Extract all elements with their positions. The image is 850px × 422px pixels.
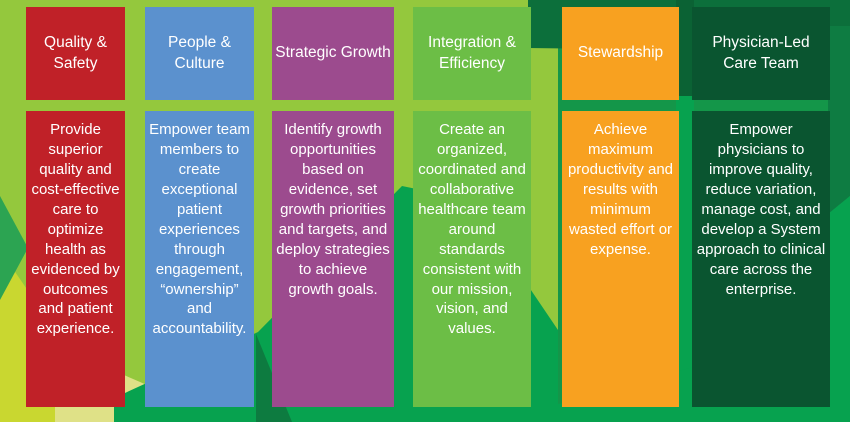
pillar-physician-led-care-team: Physician-Led Care Team Empower physicia… <box>692 0 830 422</box>
pillar-title: Integration & Efficiency <box>428 34 516 72</box>
pillar-quality-safety: Quality & Safety Provide superior qualit… <box>26 0 125 422</box>
pillar-description: Empower team members to create exception… <box>145 111 254 407</box>
pillar-people-culture: People & Culture Empower team members to… <box>145 0 254 422</box>
bg-gap-bright <box>676 96 694 422</box>
bg-left-wedge <box>0 196 28 300</box>
pillar-title: Strategic Growth <box>275 44 391 62</box>
pillar-header: Strategic Growth <box>272 7 394 100</box>
pillar-stewardship: Stewardship Achieve maximum productivity… <box>562 0 679 422</box>
pillar-description: Identify growth opportunities based on e… <box>272 111 394 407</box>
pillar-title: Quality & Safety <box>44 34 107 72</box>
pillar-header: Stewardship <box>562 7 679 100</box>
bg-right-edge-dark <box>828 26 850 214</box>
pillar-description: Provide superior quality and cost-effect… <box>26 111 125 407</box>
pillar-title: Physician-Led Care Team <box>712 34 810 72</box>
pillar-integration-efficiency: Integration & Efficiency Create an organ… <box>413 0 531 422</box>
pillar-header: People & Culture <box>145 7 254 100</box>
pillar-header: Physician-Led Care Team <box>692 7 830 100</box>
bg-gap-dark <box>676 0 694 96</box>
pillar-header: Integration & Efficiency <box>413 7 531 100</box>
pillar-description: Achieve maximum productivity and results… <box>562 111 679 407</box>
pillar-description: Empower physicians to improve quality, r… <box>692 111 830 407</box>
pillar-title: People & Culture <box>168 34 231 72</box>
pillar-title: Stewardship <box>577 44 664 62</box>
pillar-strategic-growth: Strategic Growth Identify growth opportu… <box>272 0 394 422</box>
pillar-header: Quality & Safety <box>26 7 125 100</box>
pillar-description: Create an organized, coordinated and col… <box>413 111 531 407</box>
